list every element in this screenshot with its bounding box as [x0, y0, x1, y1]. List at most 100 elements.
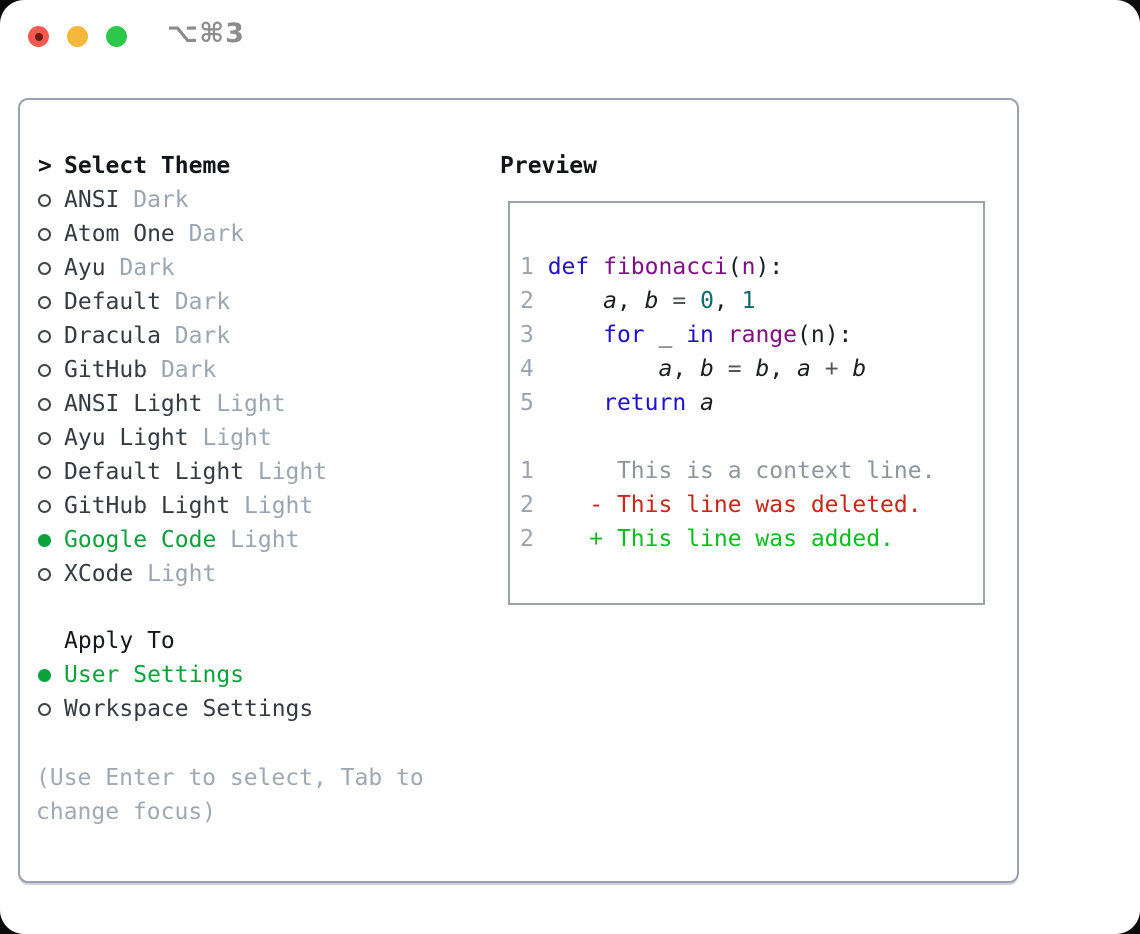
close-button[interactable]	[28, 26, 49, 47]
code-segment: def	[547, 254, 590, 280]
theme-name: ANSI Light	[64, 391, 203, 417]
radio-icon	[38, 465, 51, 479]
code-segment	[714, 322, 728, 348]
theme-variant: Dark	[105, 255, 175, 281]
preview-title: Preview	[500, 153, 597, 179]
theme-variant: Dark	[174, 221, 245, 247]
line-number: 1	[520, 458, 590, 484]
theme-variant: Dark	[119, 187, 189, 213]
code-segment: a	[603, 288, 617, 314]
prompt-icon: >	[38, 153, 52, 179]
diff-text: This line was added.	[616, 526, 894, 552]
theme-option[interactable]: GitHub Light Light	[38, 489, 327, 523]
theme-option[interactable]: Default Light Light	[38, 455, 327, 489]
code-segment	[548, 356, 659, 382]
theme-option[interactable]: GitHub Dark	[38, 353, 327, 387]
diff-text: This is a context line.	[616, 458, 936, 484]
radio-icon	[38, 499, 51, 513]
theme-name: XCode	[64, 561, 134, 587]
theme-option[interactable]: ANSI Light Light	[38, 387, 327, 421]
theme-name: Default	[64, 289, 161, 315]
code-line: 4 a, b = b, a + b	[520, 352, 975, 386]
theme-option[interactable]: Google Code Light	[38, 523, 327, 557]
select-theme-title: Select Theme	[64, 153, 231, 179]
code-segment: =	[658, 288, 701, 314]
theme-name: GitHub Light	[64, 493, 231, 519]
theme-option[interactable]: Ayu Light Light	[38, 421, 327, 455]
code-segment: a	[700, 390, 714, 416]
code-segment: return	[603, 390, 687, 416]
radio-icon	[38, 227, 51, 241]
diff-text: This line was deleted.	[616, 492, 922, 518]
code-segment: in	[686, 322, 714, 348]
code-line: 1 def fibonacci(n):	[520, 250, 975, 284]
code-segment	[686, 390, 700, 416]
theme-variant: Light	[133, 561, 217, 587]
traffic-lights	[28, 26, 127, 47]
apply-to-label: User Settings	[64, 662, 245, 688]
theme-variant: Dark	[147, 357, 217, 383]
theme-name: Ayu	[64, 255, 106, 281]
line-number: 3	[520, 322, 548, 348]
code-line: 5 return a	[520, 386, 975, 420]
code-segment: b	[644, 288, 659, 314]
radio-icon	[38, 261, 51, 275]
theme-variant: Dark	[160, 323, 231, 349]
theme-variant: Light	[188, 425, 272, 451]
radio-icon	[38, 397, 51, 411]
radio-icon	[38, 702, 51, 716]
radio-icon	[38, 193, 51, 207]
diff-marker: -	[589, 492, 617, 518]
radio-icon	[38, 431, 51, 445]
apply-to-option[interactable]: User Settings	[38, 658, 313, 692]
diff-line-added: 2 + This line was added.	[520, 522, 975, 556]
titlebar: ⌥⌘3	[0, 0, 1140, 78]
apply-to-title: Apply To	[64, 628, 175, 654]
code-segment: 1	[741, 288, 756, 314]
radio-selected-icon	[38, 533, 51, 547]
theme-option[interactable]: XCode Light	[38, 557, 327, 591]
code-line: 2 a, b = 0, 1	[520, 284, 975, 318]
line-number: 5	[520, 390, 548, 416]
zoom-button[interactable]	[106, 26, 127, 47]
minimize-button[interactable]	[67, 26, 88, 47]
code-segment: n	[741, 254, 756, 280]
select-theme-header: > Select Theme	[38, 149, 327, 183]
diff-line-context: 1 This is a context line.	[520, 454, 975, 488]
code-segment: =	[713, 356, 756, 382]
code-segment: fibonacci	[603, 254, 728, 280]
diff-line-deleted: 2 - This line was deleted.	[520, 488, 975, 522]
line-number: 4	[520, 356, 548, 382]
code-segment: (	[727, 254, 742, 280]
radio-selected-icon	[38, 668, 51, 682]
theme-option[interactable]: Atom One Dark	[38, 217, 327, 251]
code-segment: _	[644, 322, 687, 348]
theme-name: Dracula	[64, 323, 161, 349]
code-segment: ):	[755, 254, 784, 280]
code-segment: ,	[713, 288, 742, 314]
line-number: 2	[520, 492, 590, 518]
diff-marker: +	[589, 526, 617, 552]
radio-icon	[38, 329, 51, 343]
theme-name: Ayu Light	[64, 425, 189, 451]
close-dot-icon	[34, 32, 43, 41]
code-segment: ,	[616, 288, 645, 314]
apply-to-option[interactable]: Workspace Settings	[38, 692, 313, 726]
window-shortcut-label: ⌥⌘3	[167, 18, 245, 49]
theme-option[interactable]: Ayu Dark	[38, 251, 327, 285]
code-segment: a	[797, 356, 811, 382]
theme-name: Google Code	[64, 527, 217, 553]
theme-variant: Dark	[160, 289, 231, 315]
code-segment	[548, 390, 603, 416]
code-segment: (n):	[797, 322, 853, 348]
code-segment: b	[852, 356, 867, 382]
theme-option[interactable]: ANSI Dark	[38, 183, 327, 217]
theme-option[interactable]: Default Dark	[38, 285, 327, 319]
theme-option[interactable]: Dracula Dark	[38, 319, 327, 353]
code-segment: ,	[769, 356, 798, 382]
line-number: 2	[520, 526, 590, 552]
